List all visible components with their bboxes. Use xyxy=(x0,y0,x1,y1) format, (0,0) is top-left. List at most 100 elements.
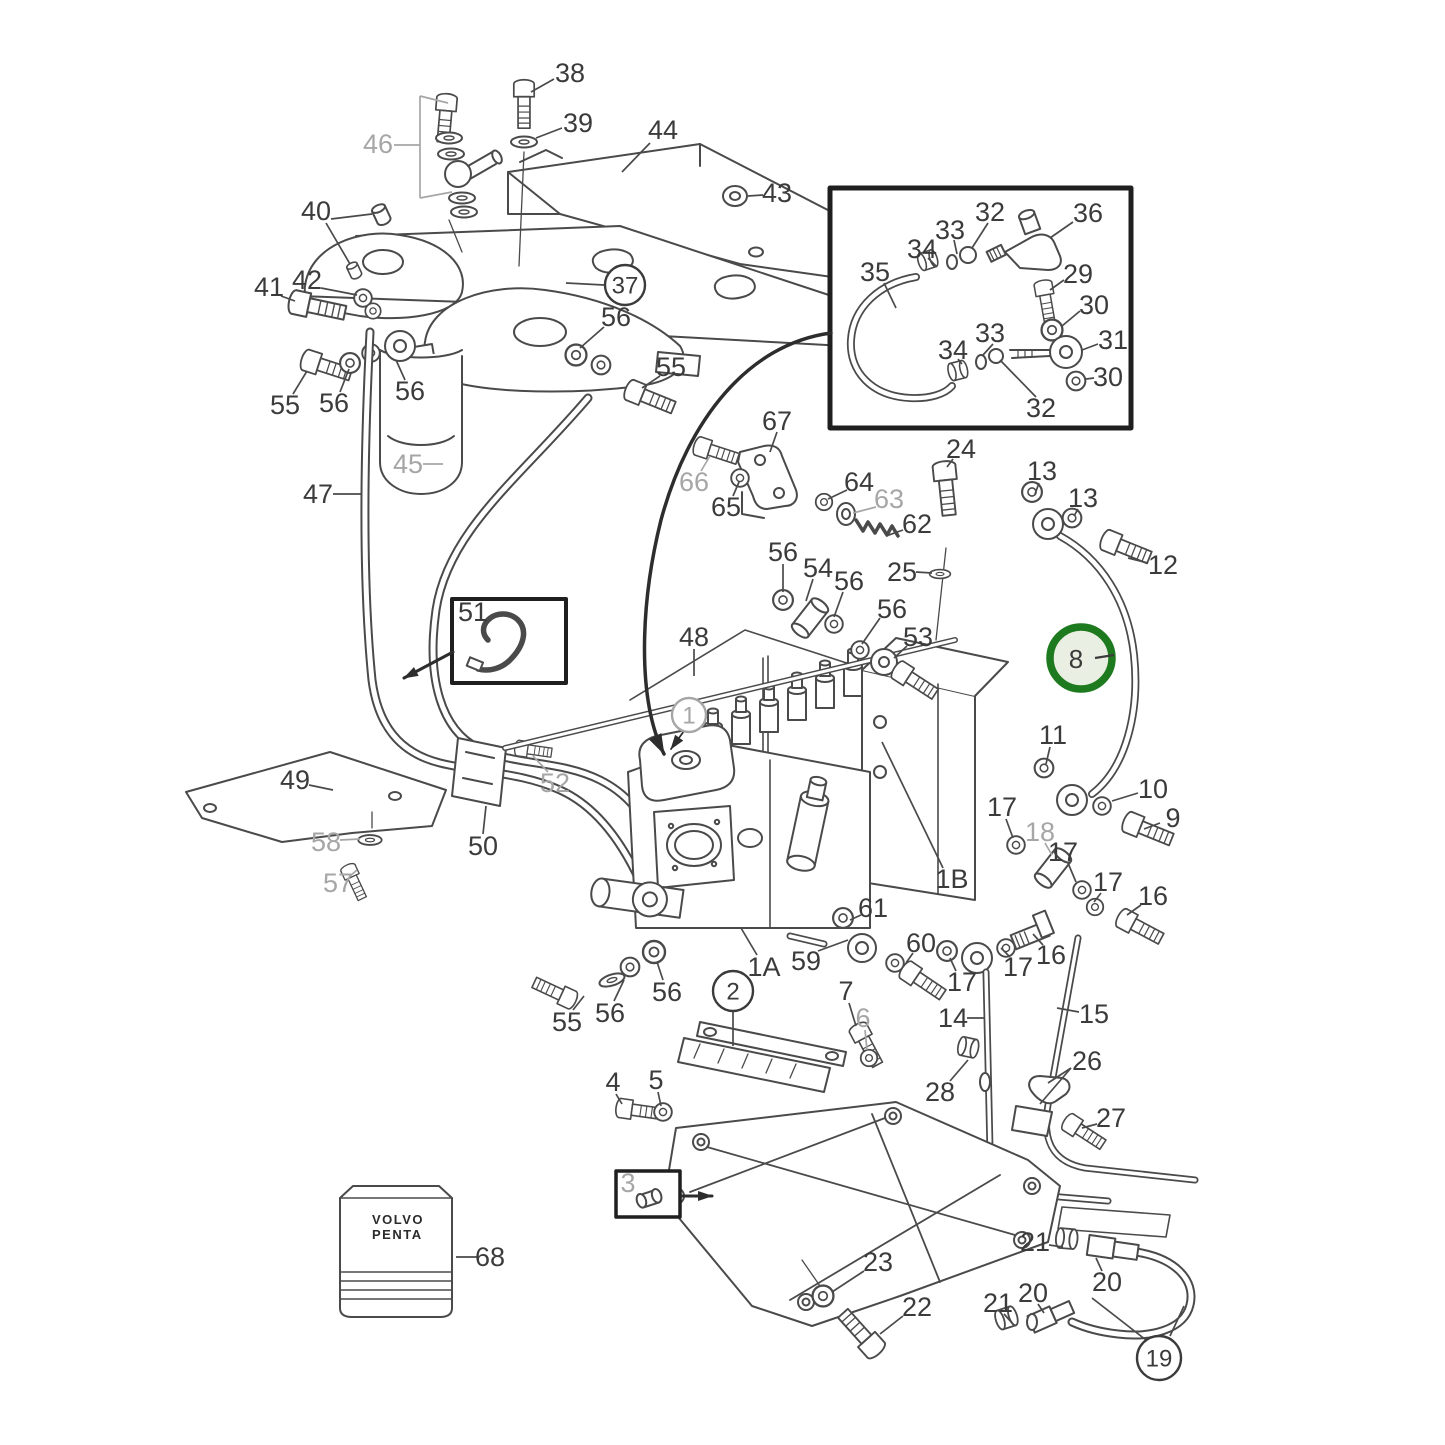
leader-line xyxy=(339,838,361,841)
bolt-55-bottom xyxy=(529,972,581,1012)
leader-line xyxy=(946,458,954,468)
circled-label-2 xyxy=(711,969,755,1013)
leader-line xyxy=(831,1270,865,1293)
leader-line xyxy=(1095,1257,1103,1272)
leader-line xyxy=(740,927,758,956)
circled-label-37 xyxy=(603,263,647,307)
ball-32b xyxy=(988,348,1004,364)
washer-30b xyxy=(1065,370,1087,392)
part-label-13: 13 xyxy=(1068,483,1098,513)
ball-union-14 xyxy=(961,942,993,974)
leader-line xyxy=(1000,947,1011,958)
part-label-53: 53 xyxy=(903,622,933,652)
leader-line xyxy=(915,571,933,574)
leader-line xyxy=(1037,1303,1045,1314)
washer-56c xyxy=(564,343,588,367)
leader-line xyxy=(881,741,944,869)
part-label-40: 40 xyxy=(301,196,331,226)
leader-line xyxy=(805,578,814,602)
bolt-38 xyxy=(510,78,538,267)
part-label-17: 17 xyxy=(987,792,1017,822)
washer-25 xyxy=(928,568,952,580)
leader-line xyxy=(1061,310,1081,327)
penta-wordmark: PENTA xyxy=(372,1227,423,1242)
washer-42b xyxy=(364,302,382,320)
part-label-56: 56 xyxy=(652,977,682,1007)
part-label-50: 50 xyxy=(468,831,498,861)
part-label-47: 47 xyxy=(303,479,333,509)
part-label-23: 23 xyxy=(863,1247,893,1277)
injection-pump xyxy=(502,629,1009,1012)
leader-line xyxy=(641,375,661,389)
cone-33a xyxy=(946,254,958,270)
part-label-9: 9 xyxy=(1165,803,1180,833)
fuel-filter-canister-45 xyxy=(379,349,463,495)
mounting-bracket-2 xyxy=(613,1019,1061,1363)
inset-detail-box xyxy=(827,185,1134,431)
leader-line xyxy=(883,282,897,309)
part-label-32: 32 xyxy=(1026,393,1056,423)
leader-line xyxy=(1127,557,1149,564)
leader-line xyxy=(330,213,373,220)
part-label-17: 17 xyxy=(1093,867,1123,897)
leader-line xyxy=(1039,1067,1072,1105)
part-label-21: 21 xyxy=(983,1288,1013,1318)
part-label-34: 34 xyxy=(938,335,968,365)
part-label-67: 67 xyxy=(762,406,792,436)
connector-20a xyxy=(1085,1234,1140,1261)
leader-line xyxy=(656,961,664,981)
leader-line xyxy=(535,127,563,139)
leader-line xyxy=(827,489,848,500)
leader-line xyxy=(1073,508,1079,517)
part-label-17: 17 xyxy=(1003,952,1033,982)
pipe-15 xyxy=(1042,934,1199,1184)
leader-line xyxy=(953,239,958,255)
volvo-penta-kit-box: VOLVO PENTA xyxy=(339,1185,453,1318)
leader-line xyxy=(419,191,453,199)
part-label-41: 41 xyxy=(254,272,284,302)
part-label-37: 37 xyxy=(612,273,639,300)
nut-28 xyxy=(955,1035,982,1060)
pump-rear-panel-1B xyxy=(861,637,1009,901)
part-label-27: 27 xyxy=(1096,1103,1126,1133)
ball-32a xyxy=(959,246,977,264)
part-label-1A: 1A xyxy=(747,952,780,982)
oil-filler-cap xyxy=(638,724,736,802)
part-label-14: 14 xyxy=(938,1003,968,1033)
part-label-44: 44 xyxy=(648,115,678,145)
leader-line xyxy=(349,869,358,877)
part-label-3: 3 xyxy=(620,1168,635,1198)
part-label-54: 54 xyxy=(803,553,833,583)
hand-primer-pump xyxy=(786,775,830,872)
part-label-33: 33 xyxy=(935,215,965,245)
leader-line xyxy=(1126,904,1142,916)
part-label-13: 13 xyxy=(1027,456,1057,486)
eye-31 xyxy=(1009,335,1083,369)
part-label-16: 16 xyxy=(1036,940,1066,970)
leader-line xyxy=(849,914,862,921)
leader-line xyxy=(769,431,778,453)
leader-line xyxy=(1143,822,1161,830)
leader-line xyxy=(613,979,625,1002)
part-label-2: 2 xyxy=(726,979,739,1006)
part-label-49: 49 xyxy=(280,765,310,795)
part-label-63: 63 xyxy=(874,484,904,514)
washer-65 xyxy=(730,468,750,488)
part-label-45: 45 xyxy=(393,449,423,479)
leader-line xyxy=(747,194,764,197)
leader-line xyxy=(1049,221,1074,239)
part-label-11: 11 xyxy=(1039,720,1067,750)
pipe-clamp-26 xyxy=(1011,1075,1071,1137)
part-label-30: 30 xyxy=(1079,290,1109,320)
part-label-57: 57 xyxy=(323,868,353,898)
bolt-66 xyxy=(690,434,742,469)
leader-line xyxy=(949,957,957,972)
part-label-56: 56 xyxy=(395,376,425,406)
leader-line xyxy=(339,368,350,393)
leader-line xyxy=(852,506,877,514)
part-label-17: 17 xyxy=(947,967,977,997)
part-label-60: 60 xyxy=(906,928,936,958)
part-label-7: 7 xyxy=(838,976,853,1006)
part-label-28: 28 xyxy=(925,1077,955,1107)
